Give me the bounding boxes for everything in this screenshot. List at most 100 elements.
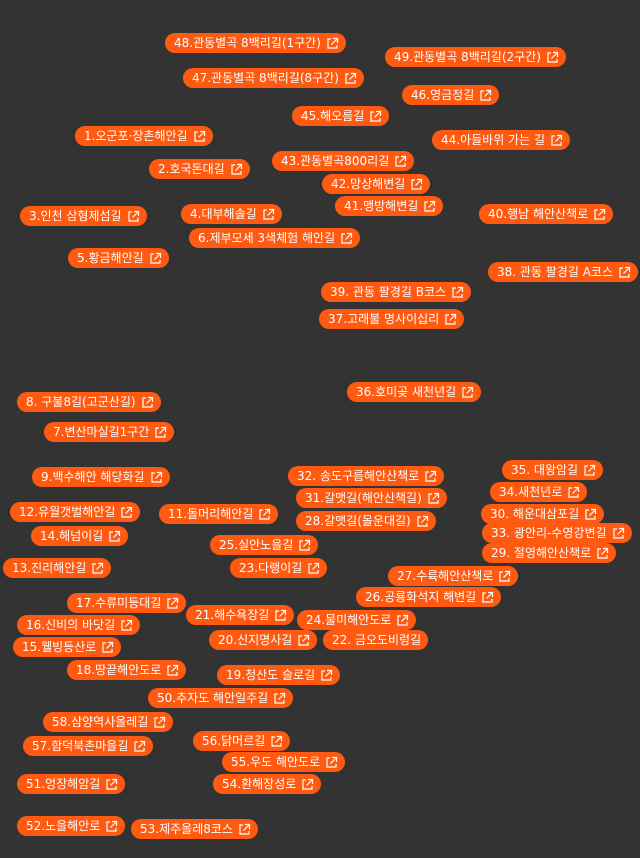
external-link-icon — [274, 609, 287, 622]
trail-label: 31.갈맷길(해안산책길) — [305, 491, 422, 505]
trail-link[interactable]: 16.신비의 바닷길 — [17, 615, 141, 635]
external-link-icon — [193, 130, 206, 143]
external-link-icon — [444, 313, 457, 326]
trail-link[interactable]: 24.물미해안도로 — [297, 610, 417, 630]
trail-label: 19.청산도 슬로길 — [226, 668, 316, 682]
trail-link[interactable]: 40.행남 해안산책로 — [479, 204, 614, 224]
trail-link[interactable]: 9.백수해안 해당화길 — [32, 467, 170, 487]
trail-link[interactable]: 7.변산마실길1구간 — [44, 422, 175, 442]
trail-link[interactable]: 29. 절영해안산책로 — [482, 543, 617, 563]
trail-label: 23.다랭이길 — [239, 561, 303, 575]
trail-link[interactable]: 57.함덕북촌마을길 — [23, 736, 154, 756]
trail-label: 43.관동별곡800리길 — [281, 154, 390, 168]
external-link-icon — [612, 527, 625, 540]
external-link-icon — [105, 778, 118, 791]
trail-label: 21.해수욕장길 — [195, 608, 270, 622]
external-link-icon — [325, 756, 338, 769]
trail-link[interactable]: 11.돌머리해안길 — [159, 504, 279, 524]
trail-link[interactable]: 35. 대왕암길 — [502, 460, 604, 480]
trail-link[interactable]: 13.진리해안길 — [3, 558, 112, 578]
external-link-icon — [262, 208, 275, 221]
trail-link[interactable]: 46.영금정길 — [402, 85, 500, 105]
trail-link[interactable]: 32. 송도구름해안산책로 — [288, 466, 445, 486]
trail-label: 42.망상해변길 — [331, 177, 406, 191]
trail-link[interactable]: 2.호국돈대길 — [149, 159, 250, 179]
trail-link[interactable]: 28.갈맷길(몰운대길) — [296, 511, 436, 531]
trail-link[interactable]: 18.땅끝해안도로 — [67, 660, 187, 680]
trail-link[interactable]: 48.관동별곡 8백리길(1구간) — [165, 33, 346, 53]
trail-link[interactable]: 44.아들바위 가는 길 — [432, 130, 570, 150]
trail-link[interactable]: 56.닭머르길 — [193, 731, 291, 751]
trail-label: 47.관동별곡 8백리길(8구간) — [192, 71, 339, 85]
trail-link[interactable]: 50.추자도 해안일주길 — [148, 688, 294, 708]
external-link-icon — [583, 464, 596, 477]
trail-label: 48.관동별곡 8백리길(1구간) — [174, 36, 321, 50]
trail-link[interactable]: 4.대부해솔길 — [181, 204, 282, 224]
trail-link[interactable]: 43.관동별곡800리길 — [272, 151, 415, 171]
trail-label: 16.신비의 바닷길 — [26, 618, 116, 632]
trail-link[interactable]: 8. 구불8길(고군산길) — [17, 392, 161, 412]
external-link-icon — [410, 178, 423, 191]
trail-link[interactable]: 52.노을해안로 — [17, 816, 126, 836]
external-link-icon — [166, 664, 179, 677]
trail-link[interactable]: 14.해넘이길 — [31, 526, 129, 546]
trail-link[interactable]: 26.공룡화석지 해변길 — [356, 587, 502, 607]
trail-link[interactable]: 12.유월갯벌해안길 — [10, 502, 141, 522]
trail-label: 30. 해운대삼포길 — [490, 507, 580, 521]
trail-link[interactable]: 21.해수욕장길 — [186, 605, 295, 625]
trail-link[interactable]: 37.고래불 명사이십리 — [319, 309, 465, 329]
trail-link[interactable]: 38. 관동 팔경길 A코스 — [487, 262, 638, 282]
external-link-icon — [596, 547, 609, 560]
trail-link[interactable]: 15.웰빙등산로 — [13, 637, 122, 657]
trail-label: 9.백수해안 해당화길 — [41, 470, 145, 484]
trail-label: 26.공룡화석지 해변길 — [365, 590, 477, 604]
trail-label: 13.진리해안길 — [12, 561, 87, 575]
trail-link[interactable]: 41.맹방해변길 — [335, 196, 444, 216]
trail-label: 12.유월갯벌해안길 — [19, 505, 116, 519]
trail-link[interactable]: 47.관동별곡 8백리길(8구간) — [183, 68, 364, 88]
trail-link[interactable]: 34.새천년로 — [490, 482, 588, 502]
trail-link[interactable]: 31.갈맷길(해안산책길) — [296, 488, 447, 508]
trail-link[interactable]: 39. 관동 팔경길 B코스 — [321, 282, 472, 302]
trail-link[interactable]: 51.엉장해암길 — [17, 774, 126, 794]
trail-link[interactable]: 1.오군포·장촌해안길 — [75, 126, 213, 146]
trail-label: 11.돌머리해안길 — [168, 507, 254, 521]
trail-label: 36.호미곶 새천년길 — [356, 385, 457, 399]
trail-label: 7.변산마실길1구간 — [53, 425, 150, 439]
trail-label: 34.새천년로 — [499, 485, 563, 499]
trail-link[interactable]: 5.황금해안길 — [68, 248, 169, 268]
trail-link[interactable]: 42.망상해변길 — [322, 174, 431, 194]
trail-link[interactable]: 30. 해운대삼포길 — [481, 504, 605, 524]
trail-link[interactable]: 36.호미곶 새천년길 — [347, 382, 482, 402]
trail-link[interactable]: 17.수류미등대길 — [67, 593, 187, 613]
trail-link[interactable]: 33. 광안리-수영강변길 — [482, 523, 632, 543]
trail-label: 6.제부모세 3색체험 해안길 — [198, 231, 336, 245]
trail-label: 57.함덕북촌마을길 — [32, 739, 129, 753]
trail-label: 5.황금해안길 — [77, 251, 144, 265]
trail-label: 49.관동별곡 8백리길(2구간) — [394, 50, 541, 64]
trail-label: 27.수륙해안산책로 — [397, 569, 494, 583]
trail-label: 44.아들바위 가는 길 — [441, 133, 545, 147]
trail-link[interactable]: 19.청산도 슬로길 — [217, 665, 341, 685]
external-link-icon — [479, 89, 492, 102]
trail-link[interactable]: 3.인천 삼형제섬길 — [20, 206, 147, 226]
trail-label: 38. 관동 팔경길 A코스 — [496, 265, 613, 279]
trail-link[interactable]: 53.제주올레8코스 — [131, 819, 258, 839]
external-link-icon — [567, 486, 580, 499]
trail-link[interactable]: 49.관동별곡 8백리길(2구간) — [385, 47, 566, 67]
trail-link[interactable]: 55.우도 해안도로 — [222, 752, 346, 772]
trail-link[interactable]: 20.신지명사길 — [209, 630, 318, 650]
trail-link[interactable]: 45.해오름길 — [292, 106, 390, 126]
trail-link[interactable]: 23.다랭이길 — [230, 558, 328, 578]
external-link-icon — [320, 669, 333, 682]
trail-link[interactable]: 25.실안노을길 — [210, 535, 319, 555]
external-link-icon — [396, 614, 409, 627]
trail-link[interactable]: 6.제부모세 3색체험 해안길 — [189, 228, 361, 248]
trail-link[interactable]: 58.삼양역사올레길 — [43, 712, 174, 732]
external-link-icon — [108, 530, 121, 543]
trail-link[interactable]: 27.수륙해안산책로 — [388, 566, 519, 586]
trail-link[interactable]: 54.환해장성로 — [213, 774, 322, 794]
trail-label: 2.호국돈대길 — [158, 162, 225, 176]
trail-label: 53.제주올레8코스 — [140, 822, 233, 836]
trail-link[interactable]: 22. 금오도비렁길 — [323, 630, 429, 650]
